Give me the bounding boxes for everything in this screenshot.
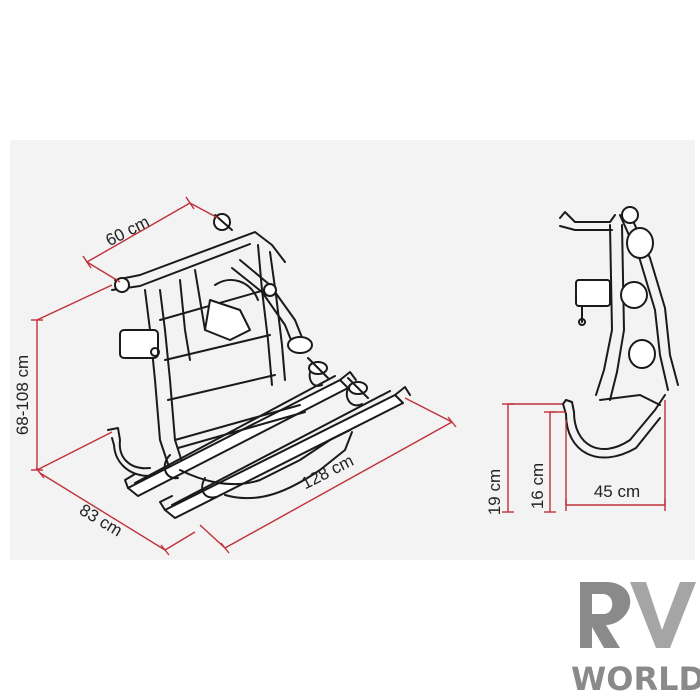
bike-carrier-side-view xyxy=(559,206,679,459)
rv-world-logo: WORLD xyxy=(571,582,700,698)
logo-v-mark xyxy=(630,582,696,648)
side-offset-a-label: 19 cm xyxy=(485,469,504,515)
logo-r-mark xyxy=(580,582,631,648)
dimension-lines xyxy=(31,196,666,556)
side-offset-b-label: 16 cm xyxy=(528,463,547,509)
bike-carrier-front-view xyxy=(107,213,411,519)
drawing-panel xyxy=(10,140,695,560)
height-range-label: 68-108 cm xyxy=(13,355,32,435)
side-depth-label: 45 cm xyxy=(594,482,640,501)
logo-wordmark: WORLD xyxy=(571,660,700,698)
